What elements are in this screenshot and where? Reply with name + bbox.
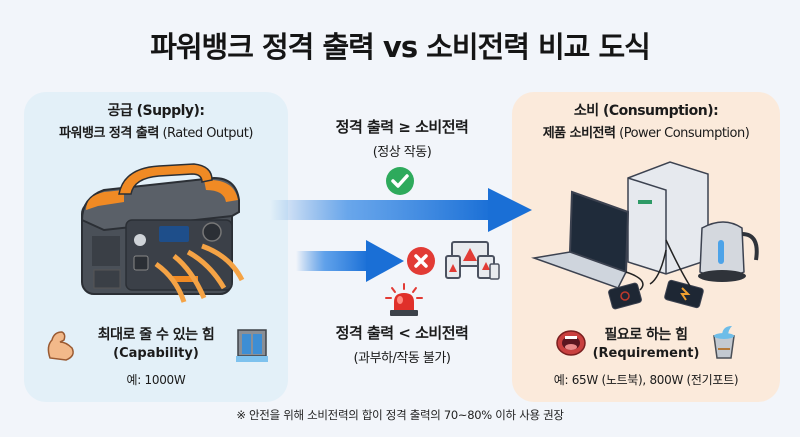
requirement-title: 필요로 하는 힘 [604, 327, 688, 343]
supply-subheading-ko: 파워뱅크 정격 출력 [59, 126, 159, 141]
supply-subheading: 파워뱅크 정격 출력 (Rated Output) [24, 122, 288, 141]
open-mouth-icon [556, 330, 586, 356]
consumption-subheading-en: (Power Consumption) [619, 126, 750, 141]
fail-state: (과부하/작동 불가) [353, 351, 451, 366]
water-bucket-icon [713, 326, 735, 359]
ok-state: (정상 작동) [372, 145, 432, 160]
power-station-illustration [80, 163, 245, 303]
consumption-subheading-ko: 제품 소비전력 [542, 126, 616, 141]
consumption-subheading: 제품 소비전력 (Power Consumption) [512, 122, 780, 141]
requirement-block: 필요로 하는 힘 (Requirement) 예: 65W (노트북), 800… [512, 324, 780, 388]
dam-icon [236, 329, 268, 362]
x-circle-icon [407, 247, 435, 275]
ok-condition: 정격 출력 ≥ 소비전력 [335, 118, 469, 136]
requirement-en: (Requirement) [592, 346, 700, 361]
capability-title: 최대로 줄 수 있는 힘 [97, 327, 215, 343]
ok-condition-block: 정격 출력 ≥ 소비전력 (정상 작동) [296, 116, 508, 160]
fail-condition: 정격 출력 < 소비전력 [335, 324, 469, 342]
capability-block: 최대로 줄 수 있는 힘 (Capability) 예: 1000W [24, 324, 288, 388]
consumption-panel: 소비 (Consumption): 제품 소비전력 (Power Consump… [512, 92, 780, 402]
safety-footnote: ※ 안전을 위해 소비전력의 합이 정격 출력의 70~80% 이하 사용 권장 [236, 408, 564, 422]
warning-devices-icon [445, 241, 500, 280]
siren-icon [385, 283, 423, 316]
supply-heading: 공급 (Supply): [107, 103, 205, 119]
consumption-heading: 소비 (Consumption): [573, 103, 719, 119]
fail-condition-block: 정격 출력 < 소비전력 (과부하/작동 불가) [296, 322, 508, 366]
flexed-bicep-icon [47, 331, 74, 361]
ok-arrow-icon [270, 188, 532, 232]
capability-example: 예: 1000W [126, 373, 186, 387]
check-circle-icon [386, 167, 414, 195]
requirement-example: 예: 65W (노트북), 800W (전기포트) [553, 373, 739, 387]
supply-subheading-en: (Rated Output) [162, 126, 253, 141]
capability-en: (Capability) [113, 346, 199, 361]
devices-illustration [531, 161, 759, 310]
fail-arrow-icon [296, 240, 404, 282]
page-title: 파워뱅크 정격 출력 vs 소비전력 비교 도식 [150, 30, 651, 64]
supply-panel: 공급 (Supply): 파워뱅크 정격 출력 (Rated Output) 최… [24, 92, 288, 402]
